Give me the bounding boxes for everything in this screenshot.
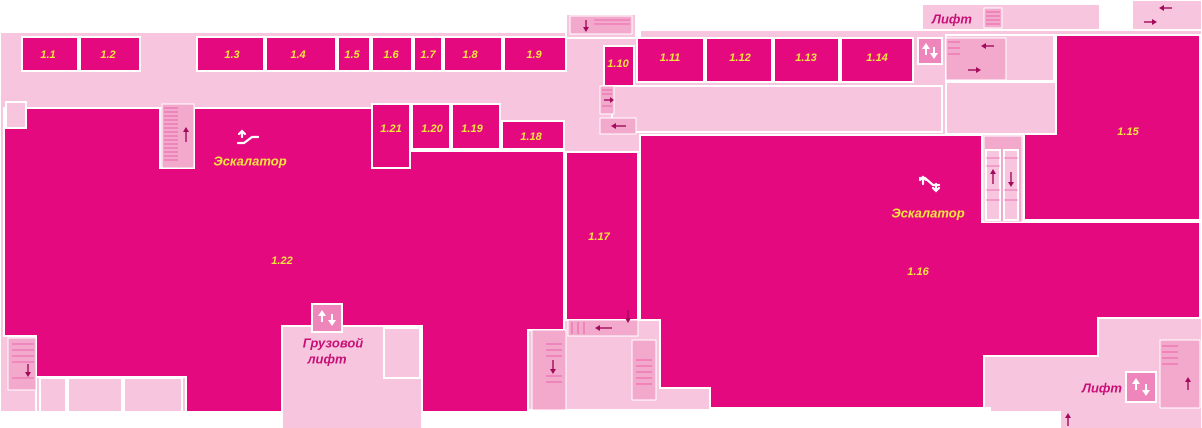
lift-label: Лифт (931, 11, 972, 26)
shops (3, 34, 1201, 413)
unit-1-19[interactable] (451, 103, 501, 150)
unit-label: 1.9 (526, 49, 542, 61)
unit-label: 1.4 (290, 49, 305, 61)
unit-1-20[interactable] (411, 103, 451, 150)
unit-1-4[interactable] (265, 36, 337, 72)
escalator-label: Эскалатор (213, 153, 286, 168)
unit-1-12[interactable] (705, 37, 773, 83)
room-center-mid (611, 85, 943, 133)
unit-label: 1.2 (100, 49, 115, 61)
stairs-icon[interactable] (161, 103, 195, 169)
unit-label: 1.8 (462, 49, 478, 61)
unit-1-11[interactable] (636, 37, 705, 83)
stairs-group (7, 5, 1201, 426)
unit-label: 1.7 (420, 49, 436, 61)
stairs-icon[interactable] (569, 15, 633, 35)
unit-label: 1.18 (520, 131, 542, 143)
unit-1-5[interactable] (337, 36, 371, 72)
unit-label: 1.14 (866, 52, 887, 64)
unit-label: 1.1 (40, 49, 55, 61)
unit-labels: 1.1 1.2 1.3 1.4 1.5 1.6 1.7 1.8 1.9 1.10… (40, 49, 1139, 278)
unit-1-9[interactable] (503, 36, 567, 72)
unit-1-13[interactable] (773, 37, 840, 83)
unit-label: 1.5 (344, 49, 360, 61)
unit-label: 1.3 (224, 49, 239, 61)
unit-label: 1.19 (461, 123, 483, 135)
freight-lift-label: лифт (306, 351, 347, 366)
unit-1-8[interactable] (443, 36, 503, 72)
stairs-icon[interactable] (1159, 339, 1201, 409)
unit-1-17[interactable] (565, 151, 639, 321)
unit-1-21[interactable] (371, 103, 411, 169)
unit-1-14[interactable] (840, 37, 914, 83)
unit-label: 1.13 (795, 52, 816, 64)
stairs-icon[interactable] (531, 329, 567, 411)
unit-1-7[interactable] (413, 36, 443, 72)
lift-icon[interactable] (311, 303, 343, 333)
stairs-icon[interactable] (945, 37, 1007, 81)
room-left-small (5, 101, 27, 129)
lift-icon[interactable] (917, 37, 943, 65)
unit-label: 1.6 (383, 49, 399, 61)
room-bottom-left-1 (39, 377, 67, 413)
signs: Эскалатор Эскалатор Грузовой лифт Лифт Л… (213, 11, 1122, 395)
unit-1-3[interactable] (196, 36, 265, 72)
unit-1-10[interactable] (603, 45, 635, 87)
stairs-icon[interactable] (1144, 5, 1172, 25)
escalator-label: Эскалатор (891, 205, 964, 220)
unit-label: 1.22 (271, 255, 292, 267)
escalator-up-icon (236, 129, 260, 145)
stairs-icon[interactable] (567, 310, 639, 337)
unit-label: 1.12 (729, 52, 750, 64)
exit-arrow-icon (1065, 413, 1071, 426)
stairs-icon[interactable] (599, 85, 615, 115)
unit-label: 1.21 (380, 123, 401, 135)
unit-label: 1.15 (1117, 126, 1139, 138)
unit-label: 1.17 (588, 231, 610, 243)
unit-1-1[interactable] (21, 36, 79, 72)
unit-label: 1.10 (607, 58, 629, 70)
stairs-icon[interactable] (983, 7, 1003, 29)
room-bottom-left-2 (67, 377, 123, 413)
escalator-up-down-icon (918, 175, 941, 193)
unit-1-6[interactable] (371, 36, 413, 72)
stairs-icon[interactable] (599, 117, 637, 135)
lift-icon[interactable] (1125, 371, 1157, 403)
stairs-icon[interactable] (7, 337, 37, 391)
unit-1-16[interactable] (639, 134, 1201, 409)
top-right-lift-block (921, 3, 1101, 31)
room-freight-side (383, 327, 421, 379)
lift-label: Лифт (1081, 380, 1122, 395)
freight-lift-label: Грузовой (303, 335, 364, 350)
unit-label: 1.20 (421, 123, 443, 135)
top-right-corner-block (1131, 0, 1202, 31)
unit-1-2[interactable] (79, 36, 141, 72)
unit-label: 1.11 (660, 52, 681, 64)
room-right-upper (945, 81, 1057, 135)
stairs-icon[interactable] (631, 339, 657, 401)
stairs-icon[interactable] (983, 135, 1023, 223)
room-bottom-left-3 (123, 377, 183, 413)
unit-label: 1.16 (907, 266, 929, 278)
unit-1-18[interactable] (501, 120, 565, 150)
